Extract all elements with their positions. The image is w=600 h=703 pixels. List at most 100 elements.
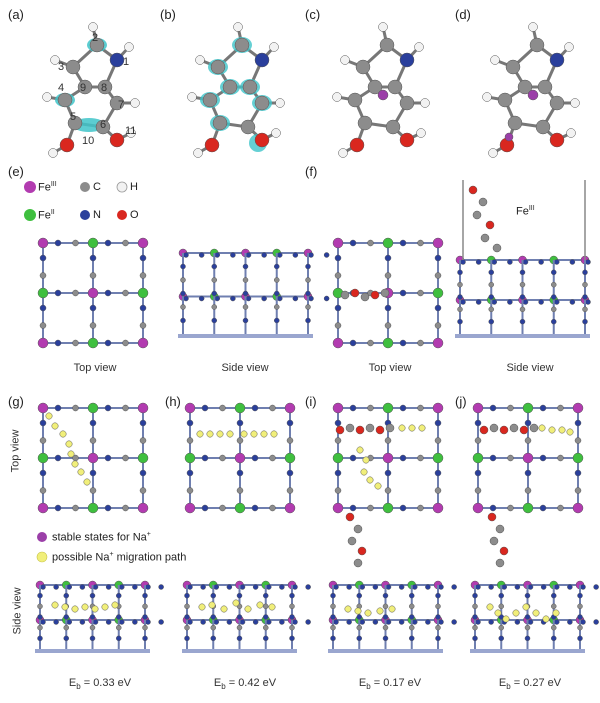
adsorbed-molecule-atom: [495, 524, 505, 534]
chain-atom: [582, 281, 588, 288]
n-atom: [39, 419, 47, 427]
c-atom: [39, 272, 47, 279]
c-atom: [122, 404, 129, 412]
c-atom: [72, 504, 79, 512]
chain-atom: [435, 603, 441, 610]
n-atom: [252, 619, 259, 625]
fe-node: [432, 287, 444, 299]
chain-atom: [263, 592, 269, 599]
n-atom: [323, 252, 330, 258]
chain-atom: [289, 635, 295, 642]
c-atom: [434, 437, 442, 444]
n-atom: [92, 584, 99, 590]
atom-c3: [505, 59, 521, 75]
chain-atom: [210, 635, 216, 642]
molecule-a: [42, 22, 140, 158]
c-atom: [122, 504, 129, 512]
n-atom: [104, 454, 112, 462]
n-atom: [187, 584, 193, 590]
n-atom: [593, 619, 599, 625]
n-atom: [460, 259, 466, 265]
n-atom: [554, 584, 560, 590]
na-path-site: [226, 430, 234, 438]
n-atom: [132, 619, 138, 625]
chain-atom: [142, 603, 148, 610]
atom-number-1: 1: [123, 56, 130, 68]
n-atom: [286, 469, 294, 477]
legend-h: H: [130, 181, 138, 193]
atom-c2: [529, 37, 545, 53]
fe-node: [432, 452, 444, 464]
n-atom: [475, 584, 481, 590]
chain-atom: [457, 306, 463, 313]
chain-atom: [305, 317, 311, 324]
fe-node: [87, 452, 99, 464]
atom-c2: [89, 37, 105, 53]
chain-atom: [289, 592, 295, 599]
n-atom: [412, 619, 418, 625]
n-atom: [89, 304, 97, 312]
c-atom: [334, 437, 342, 444]
n-atom: [434, 254, 442, 262]
n-atom: [183, 295, 189, 302]
atom-h1: [414, 42, 424, 52]
chain-atom: [274, 263, 280, 270]
chain-atom: [63, 614, 69, 620]
c-atom: [72, 239, 79, 247]
c-atom: [557, 454, 564, 462]
n-atom: [514, 584, 521, 590]
chain-atom: [37, 592, 43, 599]
atom-number-4: 4: [58, 82, 65, 94]
na-path-site: [232, 599, 240, 607]
n-atom: [104, 239, 112, 247]
chain-atom: [211, 304, 217, 310]
c-atom: [334, 322, 342, 329]
c-atom: [367, 239, 374, 247]
c-atom: [384, 272, 392, 279]
atom-o10: [204, 137, 220, 153]
chain-atom: [263, 603, 269, 610]
fe-node: [37, 402, 49, 414]
chain-atom: [488, 294, 494, 300]
n-atom: [567, 584, 573, 590]
n-atom: [540, 584, 547, 590]
chain-atom: [274, 304, 280, 310]
chain-atom: [37, 635, 43, 642]
fe-node: [572, 402, 584, 414]
chain-atom: [409, 624, 415, 631]
chain-atom: [551, 281, 557, 288]
na-path-site: [360, 468, 368, 476]
lattice-j-side: [470, 512, 599, 653]
n-atom: [286, 419, 294, 427]
n-atom: [277, 295, 283, 302]
n-atom: [251, 454, 259, 462]
na-path-site: [418, 424, 426, 432]
fe-node: [432, 337, 444, 349]
chain-atom: [551, 635, 557, 642]
n-atom: [475, 619, 481, 625]
chain-atom: [211, 317, 217, 324]
n-atom: [89, 469, 97, 477]
lattice-j-top: [472, 402, 584, 514]
adsorbed-molecule-atom: [489, 536, 499, 546]
atom-h7: [130, 98, 140, 108]
atom-n1: [109, 52, 125, 68]
atom-c8: [387, 79, 403, 95]
n-atom: [277, 252, 283, 258]
chain-atom: [524, 614, 531, 620]
atom-c4: [57, 92, 73, 108]
adsorbed-molecule-atom: [468, 185, 478, 195]
n-atom: [567, 619, 573, 625]
c-atom: [139, 322, 147, 329]
fe-node: [332, 452, 344, 464]
n-atom: [349, 404, 357, 412]
chain-atom: [382, 624, 389, 631]
fe-node: [137, 287, 149, 299]
atom-o10: [59, 137, 75, 153]
n-atom: [538, 259, 544, 265]
chain-atom: [577, 614, 583, 620]
n-atom: [475, 299, 482, 305]
n-atom: [438, 619, 444, 625]
na-path-site: [244, 605, 252, 613]
c-atom: [524, 487, 532, 494]
